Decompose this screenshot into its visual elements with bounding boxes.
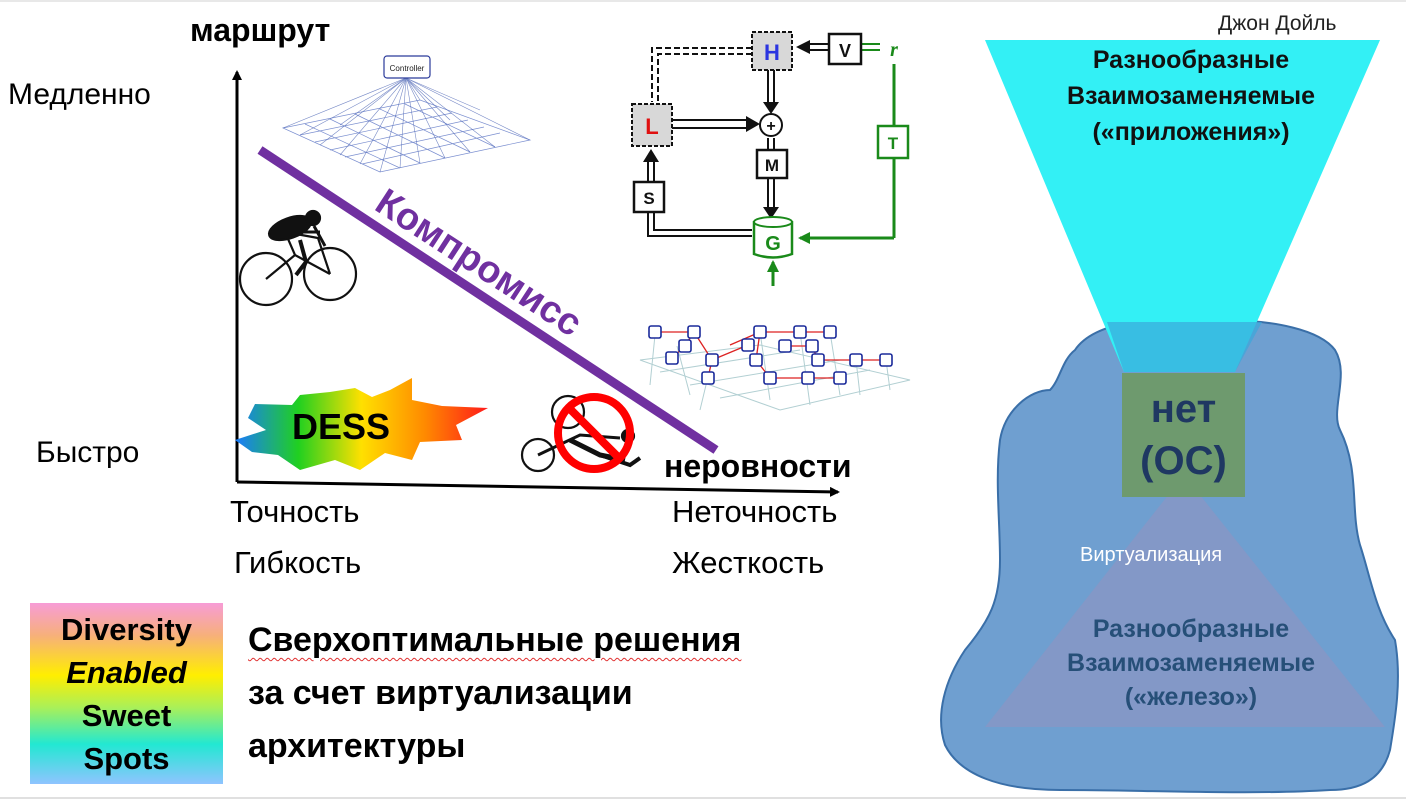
block-h-label: H [764,40,780,65]
control-block-diagram: H V L + M S T G r [631,31,910,286]
diversity-line-4: Spots [83,741,170,776]
x-axis-label: неровности [664,448,852,484]
cone-overlap [1107,322,1262,372]
x-axis [236,480,840,497]
applications-line-2: Взаимозаменяемые [1067,82,1315,110]
tradeoff-line [257,146,719,454]
diversity-enabled-sweet-spots-box: Diversity Enabled Sweet Spots [30,603,223,784]
author-label: Джон Дойль [1218,12,1337,35]
top-border [0,0,1406,2]
block-m-label: M [765,156,779,175]
fast-label: Быстро [36,436,140,469]
imprecision-label: Неточность [672,494,838,529]
main-statement: Сверхоптимальные решения за счет виртуал… [248,614,741,773]
bottom-border [0,797,1406,799]
block-s-label: S [643,189,654,208]
cyclist-illustration [238,209,358,307]
hardware-triangle [985,475,1385,727]
controller-network-illustration [281,55,532,173]
rigidity-label: Жесткость [672,545,825,580]
dess-label: DESS [292,406,391,447]
diversity-line-1: Diversity [61,612,192,647]
hardware-line-2: Взаимозаменяемые [1067,649,1315,677]
applications-line-3: («приложения») [1092,118,1290,146]
main-statement-line-2: за счет виртуализации [248,674,633,712]
hardware-line-3: («железо») [1124,683,1258,711]
os-line-1: нет [1150,387,1217,431]
dess-starburst [235,378,488,470]
diversity-line-3: Sweet [81,698,172,733]
r-label: r [890,39,898,61]
block-l-label: L [645,114,658,139]
plus-label: + [766,118,775,135]
diversity-line-2: Enabled [66,655,187,690]
block-v-label: V [839,41,851,61]
flexibility-label: Гибкость [234,545,362,580]
main-statement-line-1: Сверхоптимальные решения [248,621,742,659]
precision-label: Точность [230,494,360,529]
y-axis-label: маршрут [190,12,331,48]
hardware-title: Разнообразные Взаимозаменяемые («железо»… [1000,612,1382,714]
block-t-label: T [888,134,899,153]
no-cyclist-illustration [520,393,642,473]
main-statement-line-3: архитектуры [248,727,466,765]
block-g-label: G [765,233,781,255]
distributed-network-illustration [639,325,911,411]
applications-line-1: Разнообразные [1092,46,1290,74]
os-line-2: (ОС) [1140,439,1227,483]
controller-label: Controller [390,64,425,73]
os-box: нет (ОС) [1122,373,1245,497]
virtualization-label: Виртуализация [1080,544,1223,566]
hardware-line-1: Разнообразные [1092,615,1290,643]
applications-title: Разнообразные Взаимозаменяемые («приложе… [1000,42,1382,150]
slow-label: Медленно [8,78,151,111]
applications-cone [985,40,1380,372]
